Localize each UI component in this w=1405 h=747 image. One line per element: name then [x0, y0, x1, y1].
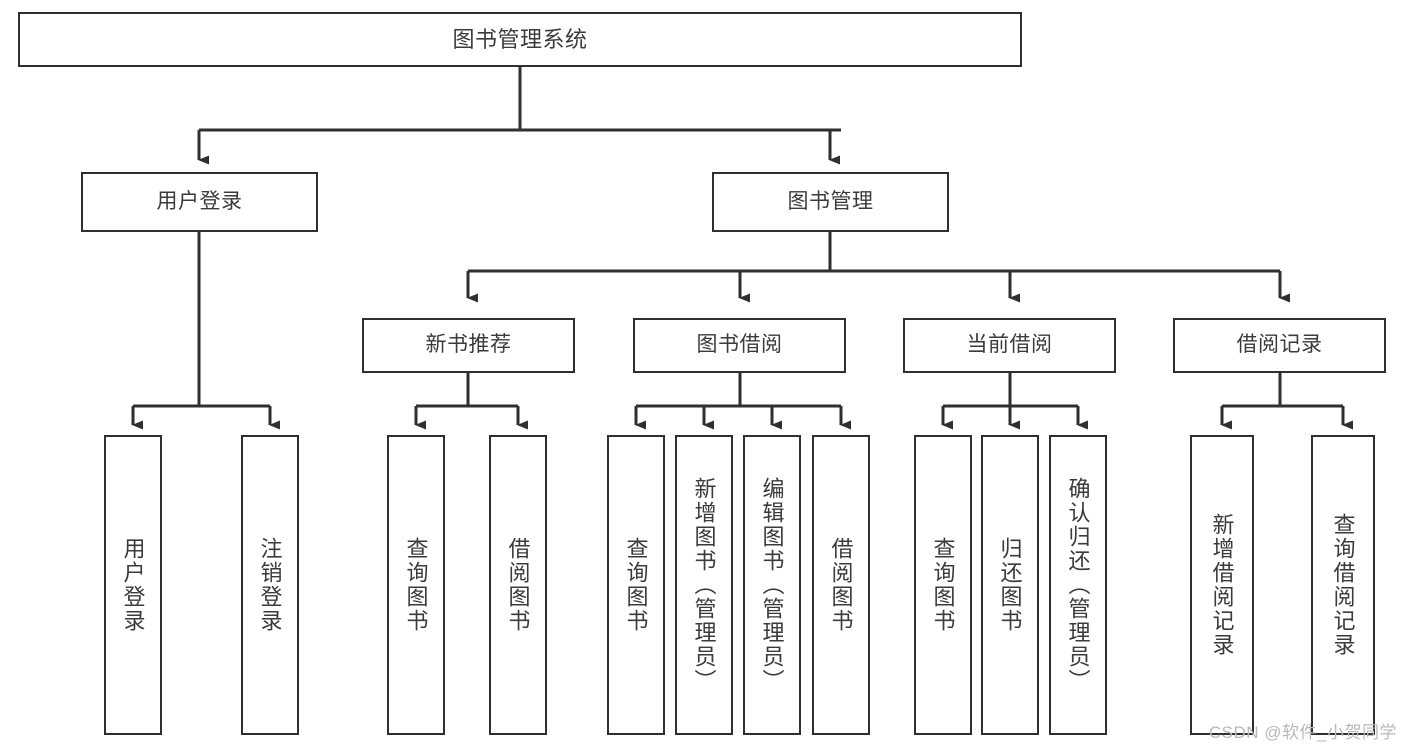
leaf-new-book-borrow[interactable]: 借阅图书	[489, 435, 547, 735]
leaf-borrow-record-add[interactable]: 新增借阅记录	[1190, 435, 1254, 735]
leaf-book-borrow-borrow[interactable]: 借阅图书	[812, 435, 870, 735]
node-label: 借阅图书	[505, 537, 531, 633]
leaf-current-borrow-return[interactable]: 归还图书	[981, 435, 1039, 735]
leaf-book-borrow-edit[interactable]: 编辑图书（管理员）	[743, 435, 801, 735]
node-new-book-recommend[interactable]: 新书推荐	[362, 318, 575, 373]
node-label: 新增借阅记录	[1209, 513, 1235, 657]
leaf-current-borrow-confirm-return[interactable]: 确认归还（管理员）	[1049, 435, 1107, 735]
node-label: 确认归还（管理员）	[1065, 477, 1091, 693]
node-label: 注销登录	[257, 537, 283, 633]
node-label: 当前借阅	[966, 333, 1053, 357]
node-label: 借阅记录	[1236, 333, 1323, 357]
node-label: 新书推荐	[425, 333, 512, 357]
node-label: 用户登录	[120, 537, 146, 633]
leaf-book-borrow-add[interactable]: 新增图书（管理员）	[675, 435, 733, 735]
node-label: 图书管理系统	[452, 26, 588, 52]
node-book-manage[interactable]: 图书管理	[712, 172, 949, 232]
node-label: 图书管理	[787, 189, 874, 213]
node-borrow-record[interactable]: 借阅记录	[1173, 318, 1386, 373]
node-label: 编辑图书（管理员）	[759, 477, 785, 693]
node-root-system[interactable]: 图书管理系统	[18, 12, 1022, 67]
node-book-borrow[interactable]: 图书借阅	[633, 318, 846, 373]
node-label: 用户登录	[156, 189, 243, 213]
node-current-borrow[interactable]: 当前借阅	[903, 318, 1116, 373]
leaf-new-book-query[interactable]: 查询图书	[387, 435, 445, 735]
node-label: 查询图书	[623, 537, 649, 633]
leaf-current-borrow-query[interactable]: 查询图书	[914, 435, 972, 735]
leaf-borrow-record-query[interactable]: 查询借阅记录	[1311, 435, 1375, 735]
csdn-watermark: CSDN @软件_小贺同学	[1208, 723, 1397, 742]
node-label: 新增图书（管理员）	[691, 477, 717, 693]
node-label: 查询图书	[403, 537, 429, 633]
node-label: 图书借阅	[696, 333, 783, 357]
node-user-login[interactable]: 用户登录	[81, 172, 318, 232]
node-label: 归还图书	[997, 537, 1023, 633]
node-label: 查询图书	[930, 537, 956, 633]
node-label: 查询借阅记录	[1330, 513, 1356, 657]
leaf-user-login-login[interactable]: 用户登录	[104, 435, 162, 735]
leaf-book-borrow-query[interactable]: 查询图书	[607, 435, 665, 735]
leaf-user-login-logout[interactable]: 注销登录	[241, 435, 299, 735]
node-label: 借阅图书	[828, 537, 854, 633]
